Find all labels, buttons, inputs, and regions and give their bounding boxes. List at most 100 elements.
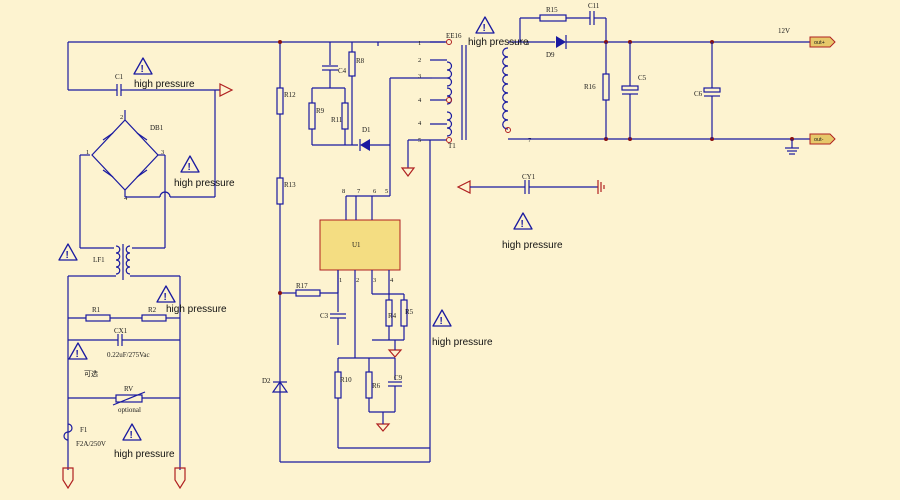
pin-label: 3 bbox=[418, 73, 421, 80]
warning-icon bbox=[122, 423, 142, 441]
f1-value: F2A/250V bbox=[76, 440, 106, 448]
u1-label: U1 bbox=[352, 241, 361, 249]
resistor-r13 bbox=[276, 177, 284, 205]
warning-annotation-9: ! high pressure bbox=[432, 309, 493, 348]
diode-d2 bbox=[271, 380, 289, 393]
warning-annotation-1: ! high pressure bbox=[133, 57, 195, 90]
warning-icon bbox=[432, 309, 452, 327]
capacitor-c5 bbox=[621, 85, 639, 91]
pin-label: 2 bbox=[356, 277, 359, 284]
warning-icon bbox=[133, 57, 153, 75]
resistor-r15 bbox=[539, 14, 567, 22]
pin-label: 6 bbox=[373, 188, 377, 195]
ground-arrow bbox=[219, 83, 234, 97]
pin-label: 4 bbox=[124, 195, 128, 202]
output-neg-label: out- bbox=[814, 137, 824, 143]
warning-icon-glyph: ! bbox=[66, 250, 69, 261]
warning-icon-glyph: ! bbox=[141, 64, 144, 75]
pin-label: 7 bbox=[528, 137, 532, 144]
t1-label: T1 bbox=[448, 142, 456, 150]
d9-label: D9 bbox=[546, 51, 555, 59]
output-pos-terminal bbox=[809, 36, 836, 48]
r15-label: R15 bbox=[546, 6, 558, 14]
resistor-r9 bbox=[308, 102, 316, 130]
bridge-rectifier-db1 bbox=[91, 119, 159, 191]
pin-label: 3 bbox=[373, 277, 376, 284]
warning-icon-glyph: ! bbox=[188, 162, 191, 173]
resistor-r2 bbox=[141, 314, 167, 322]
warning-label: high pressure bbox=[174, 178, 235, 189]
r2-label: R2 bbox=[148, 306, 157, 314]
cx1-value: 0.22uF/275Vac bbox=[107, 351, 150, 359]
c4-label: C4 bbox=[338, 67, 347, 75]
input-terminal-n bbox=[174, 467, 186, 490]
junction bbox=[278, 40, 282, 44]
common-mode-choke-lf1 bbox=[80, 244, 180, 280]
wire-crossover bbox=[159, 191, 171, 198]
resistor-r11 bbox=[341, 102, 349, 130]
warning-annotation-3: ! bbox=[58, 243, 78, 261]
warning-icon bbox=[513, 212, 533, 230]
warning-label: high pressure bbox=[432, 337, 493, 348]
ic-u1 bbox=[319, 219, 401, 271]
warning-annotation-5: ! bbox=[68, 342, 88, 360]
output-pos-label: out+ bbox=[814, 40, 825, 46]
cx1-label: CX1 bbox=[114, 327, 128, 335]
warning-label: high pressure bbox=[134, 79, 195, 90]
capacitor-c6 bbox=[703, 87, 721, 93]
warning-icon bbox=[68, 342, 88, 360]
warning-label: high pressure bbox=[166, 304, 227, 315]
warning-annotation-7: ! high pressure bbox=[468, 16, 529, 48]
cy1-label: CY1 bbox=[522, 173, 536, 181]
ground-symbol bbox=[387, 349, 403, 358]
output-voltage: 12V bbox=[778, 27, 790, 35]
resistor-r16 bbox=[602, 73, 610, 101]
r8-label: R8 bbox=[356, 57, 365, 65]
pin-label: 4 bbox=[418, 120, 422, 127]
resistor-r8 bbox=[348, 51, 356, 77]
pin-label: 4 bbox=[390, 277, 394, 284]
varistor-slash bbox=[112, 391, 146, 406]
c1-label: C1 bbox=[115, 73, 124, 81]
diode-d9 bbox=[556, 36, 566, 48]
resistor-r17 bbox=[295, 289, 321, 297]
pin-label: 1 bbox=[86, 149, 89, 156]
warning-icon bbox=[180, 155, 200, 173]
pin-label: 1 bbox=[418, 40, 421, 47]
warning-icon-glyph: ! bbox=[130, 430, 133, 441]
d2-label: D2 bbox=[262, 377, 271, 385]
rv-note: optional bbox=[118, 406, 141, 414]
fuse-f1 bbox=[63, 423, 73, 441]
warning-icon-glyph: ! bbox=[76, 349, 79, 360]
r17-label: R17 bbox=[296, 282, 308, 290]
ground-arrow bbox=[456, 180, 471, 194]
pin-label: 2 bbox=[418, 57, 421, 64]
resistor-r1 bbox=[85, 314, 111, 322]
r6-label: R6 bbox=[372, 382, 381, 390]
r4-label: R4 bbox=[388, 312, 397, 320]
warning-icon-glyph: ! bbox=[521, 219, 524, 230]
r5-label: R5 bbox=[405, 308, 414, 316]
resistor-r12 bbox=[276, 87, 284, 115]
input-terminal-l bbox=[62, 467, 74, 490]
r10-label: R10 bbox=[340, 376, 352, 384]
warning-label: high pressure bbox=[114, 449, 175, 460]
pin-label: 8 bbox=[526, 40, 529, 47]
pin-label: 4 bbox=[418, 97, 422, 104]
warning-annotation-4: ! high pressure bbox=[156, 285, 227, 315]
f1-label: F1 bbox=[80, 426, 88, 434]
pin-label: 5 bbox=[385, 188, 388, 195]
warning-icon-glyph: ! bbox=[164, 292, 167, 303]
c9-label: C9 bbox=[394, 374, 403, 382]
warning-annotation-2: ! high pressure bbox=[174, 155, 235, 189]
pin-label: 5 bbox=[418, 137, 421, 144]
diode-d1 bbox=[360, 139, 370, 151]
warning-icon-glyph: ! bbox=[483, 23, 486, 34]
r1-label: R1 bbox=[92, 306, 101, 314]
r12-label: R12 bbox=[284, 91, 296, 99]
warning-label: high pressure bbox=[468, 37, 529, 48]
output-neg-terminal bbox=[809, 133, 836, 145]
pin-label: 2 bbox=[120, 114, 123, 121]
warning-icon bbox=[156, 285, 176, 303]
